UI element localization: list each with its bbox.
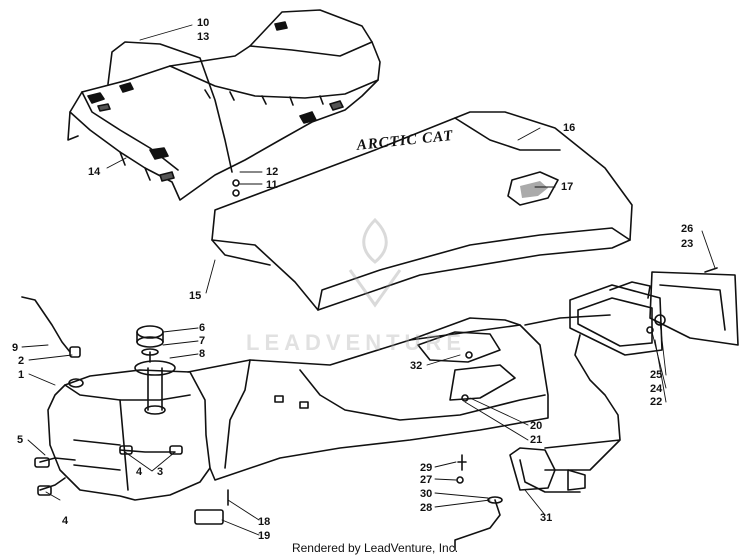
fuel-line bbox=[21, 296, 71, 353]
callout-2: 2 bbox=[18, 355, 25, 367]
seat-cushion bbox=[67, 9, 381, 201]
callout-13: 13 bbox=[197, 31, 210, 43]
callout-32: 32 bbox=[410, 360, 423, 372]
callout-24: 24 bbox=[650, 383, 663, 395]
callout-22: 22 bbox=[650, 396, 663, 408]
callout-12: 12 bbox=[266, 166, 279, 178]
callout-5: 5 bbox=[17, 434, 24, 446]
gas-cap bbox=[136, 325, 164, 363]
callout-26: 26 bbox=[681, 223, 694, 235]
callout-15: 15 bbox=[189, 290, 202, 302]
callout-31: 31 bbox=[540, 512, 553, 524]
watermark-text: LEADVENTURE bbox=[246, 330, 467, 355]
callout-25: 25 bbox=[650, 369, 663, 381]
seat-strap bbox=[107, 41, 233, 173]
fuel-line-3 bbox=[119, 449, 176, 453]
callout-4-upper: 4 bbox=[136, 466, 143, 478]
callout-10: 10 bbox=[197, 17, 210, 29]
callout-19: 19 bbox=[258, 530, 271, 542]
leadventure-logo-watermark bbox=[348, 217, 402, 308]
callout-7: 7 bbox=[199, 335, 206, 347]
callout-28: 28 bbox=[420, 502, 433, 514]
callout-30: 30 bbox=[420, 488, 433, 500]
fittings bbox=[34, 179, 718, 525]
callout-3: 3 bbox=[157, 466, 164, 478]
callout-20: 20 bbox=[530, 420, 543, 432]
wire-tail bbox=[524, 314, 611, 326]
callout-23: 23 bbox=[681, 238, 694, 250]
callout-9: 9 bbox=[12, 342, 19, 354]
callout-1: 1 bbox=[18, 369, 25, 381]
callout-11: 11 bbox=[266, 179, 278, 191]
callout-4-lower: 4 bbox=[62, 515, 69, 527]
chassis-tunnel bbox=[187, 317, 549, 481]
footer-credit: Rendered by LeadVenture, Inc. bbox=[291, 541, 459, 555]
wiring-harness bbox=[519, 334, 621, 493]
leader-lines bbox=[21, 24, 716, 536]
callout-29: 29 bbox=[420, 462, 433, 474]
callout-6: 6 bbox=[199, 322, 206, 334]
callout-18: 18 bbox=[258, 516, 271, 528]
taillight-assembly bbox=[569, 271, 739, 356]
fuel-line-2 bbox=[39, 457, 76, 491]
callout-8: 8 bbox=[199, 348, 206, 360]
callout-17: 17 bbox=[561, 181, 574, 193]
hood-console bbox=[211, 111, 633, 311]
fuel-tank bbox=[47, 369, 211, 501]
callout-27: 27 bbox=[420, 474, 433, 486]
callout-16: 16 bbox=[563, 122, 576, 134]
callout-21: 21 bbox=[530, 434, 543, 446]
brake-switch bbox=[509, 447, 586, 491]
callout-14: 14 bbox=[88, 166, 101, 178]
fuel-filler-neck bbox=[134, 360, 176, 415]
